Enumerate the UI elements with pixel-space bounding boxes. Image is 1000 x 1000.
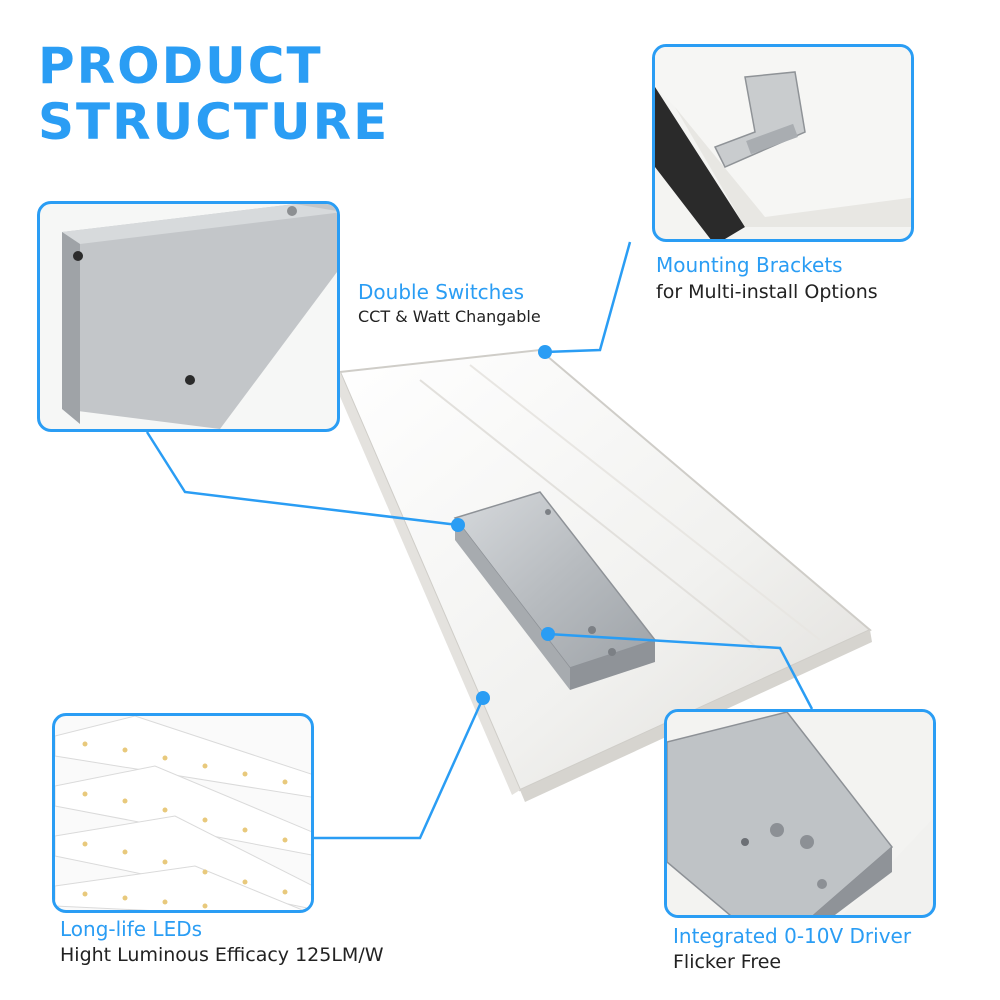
leds-detail-panel: [52, 713, 314, 913]
connector-dot: [451, 518, 465, 532]
led-strips-image: [55, 716, 311, 910]
switches-detail-panel: [37, 201, 340, 432]
driver-screw: [608, 648, 616, 656]
leds-subtitle: Hight Luminous Efficacy 125LM/W: [60, 944, 384, 966]
driver-screw: [545, 509, 551, 515]
brackets-detail-panel: [652, 44, 914, 242]
title-line-2: STRUCTURE: [38, 93, 390, 151]
connector-leds: [314, 697, 485, 840]
brackets-subtitle: for Multi-install Options: [656, 281, 878, 303]
switch-hole-icon: [185, 375, 195, 385]
troffer-left-edge: [332, 372, 520, 795]
driver-detail-panel: [664, 709, 936, 918]
bracket-image: [655, 47, 911, 239]
driver-knockout-icon: [770, 823, 784, 837]
switches-title: Double Switches: [358, 280, 525, 304]
driver-box-side: [455, 518, 570, 690]
switches-subtitle: CCT & Watt Changable: [358, 307, 541, 326]
connector-dot: [541, 627, 555, 641]
switches-box-image: [62, 204, 337, 429]
driver-subtitle: Flicker Free: [673, 951, 782, 973]
connector-dot: [476, 691, 490, 705]
ridge-line: [419, 379, 761, 651]
connector-switches: [145, 431, 459, 527]
ridge-line: [469, 364, 821, 641]
title-line-1: PRODUCT: [38, 37, 323, 95]
driver-box-front: [570, 640, 655, 690]
driver-knockout-icon: [800, 835, 814, 849]
connector-driver: [547, 632, 814, 710]
driver-image: [667, 712, 933, 915]
connector-brackets: [544, 241, 632, 354]
driver-screw: [588, 626, 596, 634]
driver-title: Integrated 0-10V Driver: [673, 924, 912, 948]
connector-dot: [538, 345, 552, 359]
leds-title: Long-life LEDs: [60, 917, 203, 941]
switch-hole-icon: [73, 251, 83, 261]
brackets-title: Mounting Brackets: [656, 253, 843, 277]
